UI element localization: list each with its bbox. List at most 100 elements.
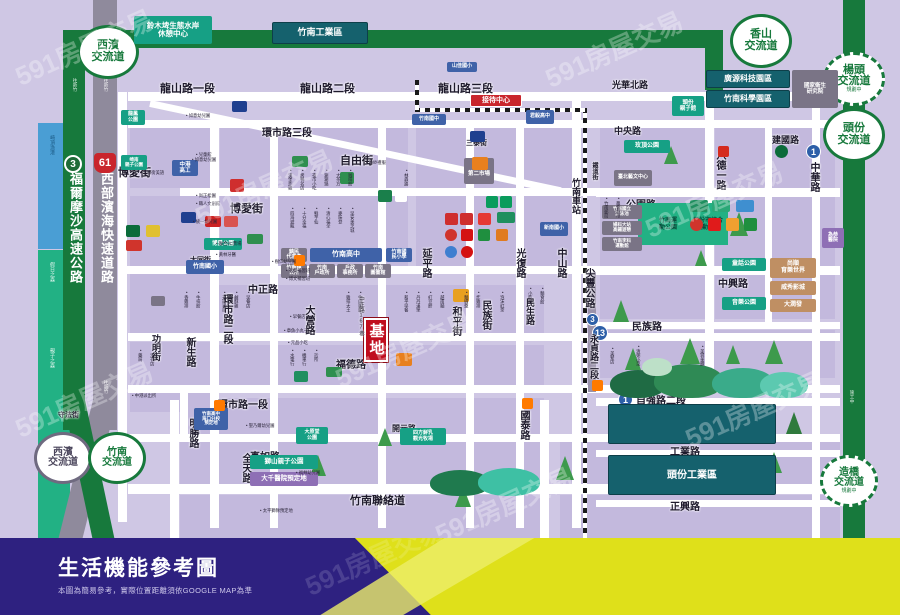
poi-music-park[interactable]: 音樂公園 <box>722 297 766 310</box>
seven-eleven-icon[interactable] <box>522 398 533 409</box>
poi-shangshun-world[interactable]: 尚順 育樂世界 <box>770 258 816 278</box>
store-tile[interactable] <box>500 196 512 208</box>
poi-dayuantang-park[interactable]: 大原堂 公園 <box>296 427 328 444</box>
store-tile[interactable] <box>326 367 342 377</box>
poi-zhunan-junior[interactable]: 竹南國中 <box>412 114 446 125</box>
road-gongyuan[interactable] <box>596 190 840 197</box>
poi-zhunan-senior[interactable]: 竹南高中 <box>310 248 382 262</box>
store-tile[interactable] <box>726 218 739 231</box>
store-tile[interactable] <box>460 213 473 225</box>
poi-meiding-park[interactable]: 玫頂公園 <box>624 140 670 153</box>
poi-toufen-industrial[interactable]: 頭份工業區 <box>608 455 776 495</box>
poi-weigong-hospital[interactable]: 為恭 醫院 <box>822 228 844 248</box>
poi-hsr-station-facility[interactable]: 婦科大站 高鐵遊憩 <box>602 221 642 235</box>
road-zhonghua[interactable] <box>812 92 820 538</box>
road-zhongxing[interactable] <box>596 268 840 275</box>
road-huanshi-3[interactable] <box>128 120 840 128</box>
poi-xinnan-elementary[interactable]: 新南國小 <box>540 222 568 236</box>
poi-zhunan-haikou-branch[interactable]: 竹南高中 海口分校 預定地 <box>194 408 228 430</box>
store-tile[interactable] <box>378 190 392 202</box>
store-tile[interactable] <box>470 131 485 142</box>
road-mingsheng[interactable] <box>180 392 188 442</box>
road-bade[interactable] <box>765 128 772 328</box>
shield-freeway-3[interactable]: 3 <box>64 155 82 173</box>
interchange-toufen[interactable]: 頭份交流道 <box>823 108 885 162</box>
interchange-zhunan[interactable]: 竹南交流道 <box>88 432 146 484</box>
interchange-zaoqiao[interactable]: 造橋交流道 規劃中 <box>820 455 878 507</box>
store-tile[interactable] <box>712 200 730 212</box>
road-boai[interactable] <box>118 266 840 274</box>
store-tile[interactable] <box>461 246 473 258</box>
store-tile[interactable] <box>486 196 498 208</box>
poi-vieshow-cinema[interactable]: 威秀影城 <box>770 281 816 295</box>
road-guotai[interactable] <box>540 400 549 538</box>
store-tile[interactable] <box>736 200 754 212</box>
poi-longfeng-park[interactable]: 龍鳳 公園 <box>121 110 145 125</box>
store-tile[interactable] <box>151 296 165 306</box>
road-minzu[interactable] <box>596 322 840 329</box>
road-guangfu[interactable] <box>516 128 524 528</box>
interchange-xibin-north[interactable]: 西濱交流道 <box>77 25 139 79</box>
store-tile[interactable] <box>294 371 308 382</box>
store-tile[interactable] <box>478 213 491 225</box>
poi-library[interactable]: 竹南 圖書館 <box>365 264 391 278</box>
road-huanshi-1[interactable] <box>128 385 840 393</box>
store-tile[interactable] <box>224 216 238 227</box>
interchange-xiangshan[interactable]: 香山交流道 <box>730 14 792 68</box>
store-tile[interactable] <box>181 212 196 223</box>
poi-shanshan-kids-park[interactable]: 獅山親子公園 <box>250 455 318 469</box>
freeway-3-top[interactable] <box>63 30 723 48</box>
store-tile[interactable] <box>292 156 308 167</box>
store-tile[interactable] <box>232 101 247 112</box>
poi-rt-mart[interactable]: 大潤發 <box>770 299 816 312</box>
poi-junyi-high[interactable]: 君毅高中 <box>526 110 554 124</box>
freeway-3[interactable] <box>63 30 85 430</box>
store-tile[interactable] <box>496 229 508 241</box>
store-tile[interactable] <box>445 213 458 225</box>
road-minsheng[interactable] <box>270 128 278 528</box>
poi-zhunan-science[interactable]: 竹南科學園區 <box>706 90 790 108</box>
seven-eleven-icon[interactable] <box>294 255 305 266</box>
poi-tonghua-park[interactable]: 童話公園 <box>722 258 766 271</box>
store-tile[interactable] <box>230 179 244 192</box>
poi-household-office-2[interactable]: 戶政 事務所 <box>337 264 363 278</box>
interchange-yangtou[interactable]: 楊頭交流道 規劃中 <box>823 52 885 106</box>
poi-sifang-ranch[interactable]: 四方鮮乳 觀光牧場 <box>400 428 446 445</box>
poi-zhunan-gym[interactable]: 竹南李科 運動館 <box>602 237 642 251</box>
poi-household-office-1[interactable]: 竹南 戶政所 <box>309 264 335 278</box>
poi-zhunan-elementary[interactable]: 竹南國小 <box>186 260 224 274</box>
store-tile[interactable] <box>744 218 757 231</box>
poi-suzuki-ecopark[interactable]: 鈴木埤生態水岸 休憩中心 <box>134 16 212 44</box>
shield-route-3-yongzhen[interactable]: 3 <box>586 313 599 326</box>
poi-arts-center[interactable]: 臺北藝文中心 <box>614 170 652 186</box>
store-tile[interactable] <box>126 240 142 251</box>
store-tile[interactable] <box>445 229 457 241</box>
store-tile[interactable] <box>478 229 490 241</box>
road-ziyou[interactable] <box>180 188 840 196</box>
interchange-xibin-south[interactable]: 西濱交流道 <box>34 432 92 484</box>
store-tile[interactable] <box>690 200 708 212</box>
poi-zhunan-sports-park[interactable]: 竹南運 動公園 <box>658 218 677 231</box>
store-tile[interactable] <box>497 212 515 223</box>
road-kaiyuan[interactable] <box>128 434 840 442</box>
poi-nhri[interactable]: 國家衛生 研究院 <box>792 70 838 108</box>
store-tile[interactable] <box>396 353 412 366</box>
store-tile[interactable] <box>247 234 263 244</box>
poi-reception-center[interactable]: 接待中心 <box>470 94 522 107</box>
railway-branch-v[interactable] <box>415 80 419 110</box>
road-ziqiang[interactable] <box>596 398 840 406</box>
poi-zhunan-kids-park[interactable]: 崎南 親子公園 <box>121 155 147 170</box>
road-zhongshan[interactable] <box>572 92 581 528</box>
site-marker[interactable]: 基地 <box>364 318 388 362</box>
shield-route-1-zhonghua[interactable]: 1 <box>806 144 821 159</box>
poi-toufen-kids-hall[interactable]: 頭份 親子館 <box>672 96 704 116</box>
poi-zhunan-pool[interactable]: 竹南國立 游泳池 <box>602 205 642 219</box>
road-xinsheng[interactable] <box>118 92 127 522</box>
store-tile[interactable] <box>690 218 703 231</box>
railway-branch[interactable] <box>415 108 585 112</box>
shield-route-61[interactable]: 61 <box>94 153 116 173</box>
road-huanshi-2[interactable] <box>210 128 219 528</box>
poi-zhonggang-vocational[interactable]: 中港 高工 <box>172 160 198 176</box>
seven-eleven-icon[interactable] <box>214 400 225 411</box>
railway-line[interactable] <box>583 108 587 538</box>
